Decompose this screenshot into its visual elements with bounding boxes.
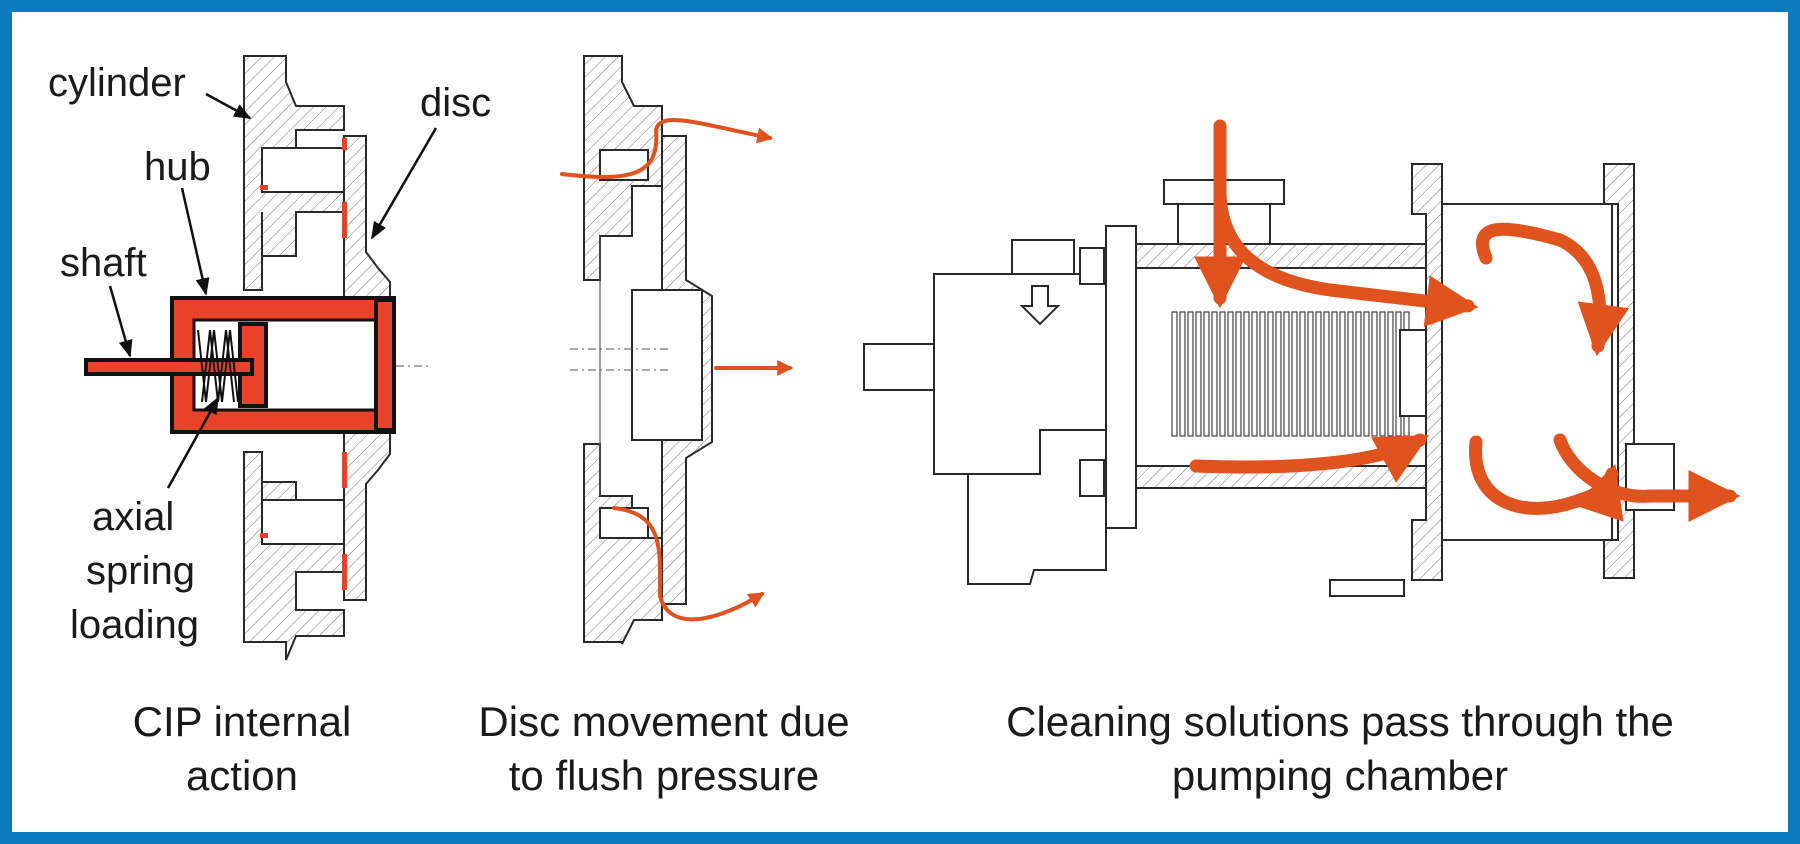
caption-panel1-line2: action	[186, 752, 298, 799]
flange-body-lower	[583, 443, 663, 645]
bellows-fold	[1211, 311, 1218, 437]
flow-arrow-upper	[560, 118, 774, 179]
adapter-bolt-top	[1079, 247, 1105, 285]
panel-cip-internal-action: cylinder hub disc shaft axial spring loa…	[48, 55, 491, 799]
drive-base	[967, 429, 1107, 585]
hub-end-plate	[374, 298, 396, 432]
bellows-fold	[1371, 311, 1378, 437]
bellows-fold	[1267, 311, 1274, 437]
flow-top-path	[1213, 183, 1479, 328]
label-loading: loading	[70, 603, 199, 647]
bellows-fold	[1195, 311, 1202, 437]
bellows-fold	[1219, 311, 1226, 437]
bellows-fold	[1283, 311, 1290, 437]
adapter-bolt-bottom	[1079, 459, 1105, 497]
caption-panel2-line1: Disc movement due	[478, 698, 849, 745]
bellows-fold	[1307, 311, 1314, 437]
caption-panel1-line1: CIP internal	[133, 698, 352, 745]
bellows-fold	[1347, 311, 1354, 437]
bellows-fold	[1203, 311, 1210, 437]
panel-pumping-chamber: Cleaning solutions pass through the pump…	[863, 119, 1741, 799]
moved-disc-hub	[631, 289, 703, 441]
caption-panel3-line2: pumping chamber	[1172, 752, 1508, 799]
flow-outlet	[1553, 433, 1741, 522]
bellows-fold	[1291, 311, 1298, 437]
caption-panel3-line1: Cleaning solutions pass through the	[1006, 698, 1674, 745]
seal-marks	[260, 138, 347, 590]
adapter-flange	[1105, 225, 1137, 529]
label-disc: disc	[420, 81, 491, 125]
label-cylinder: cylinder	[48, 61, 186, 105]
bellows-fold	[1179, 311, 1186, 437]
bellows-fold	[1235, 311, 1242, 437]
bellows-fold	[1187, 311, 1194, 437]
flow-bottom-return	[1189, 433, 1430, 483]
bellows-fold	[1355, 311, 1362, 437]
support-foot	[1329, 579, 1405, 597]
bellows-fold	[1331, 311, 1338, 437]
bellows-fold	[1379, 311, 1386, 437]
label-shaft: shaft	[60, 241, 147, 285]
bellows-fold	[1227, 311, 1234, 437]
bellows-fold	[1387, 311, 1394, 437]
bellows-fold	[1171, 311, 1178, 437]
bellows-fold	[1323, 311, 1330, 437]
flow-head-loop	[1475, 222, 1630, 357]
bellows-fold	[1299, 311, 1306, 437]
cylinder-chamber-lower	[261, 499, 345, 545]
leader-lines	[108, 92, 438, 489]
bellows-fold	[1339, 311, 1346, 437]
bellows-fold	[1363, 311, 1370, 437]
cylinder-body-lower	[243, 451, 345, 661]
bellows-fold	[1243, 311, 1250, 437]
flow-arrow-lower	[612, 506, 765, 622]
vent-arrow-icon	[1019, 285, 1061, 326]
panel-disc-movement: Disc movement due to flush pressure	[478, 55, 850, 799]
casing-top-wall	[1135, 243, 1437, 269]
bellows-fold	[1251, 311, 1258, 437]
flange-chamber-lower	[599, 507, 649, 539]
bellows-fold	[1275, 311, 1282, 437]
bellows-fold	[1259, 311, 1266, 437]
caption-panel2-line2: to flush pressure	[509, 752, 820, 799]
vent-cap	[1011, 239, 1075, 275]
bellows-fold	[1315, 311, 1322, 437]
cylinder-chamber-upper	[261, 147, 345, 193]
label-spring: spring	[86, 549, 195, 593]
label-hub: hub	[144, 145, 211, 189]
drive-shaft-stub	[863, 343, 935, 391]
label-axial: axial	[92, 495, 174, 539]
bellows	[1171, 311, 1410, 437]
